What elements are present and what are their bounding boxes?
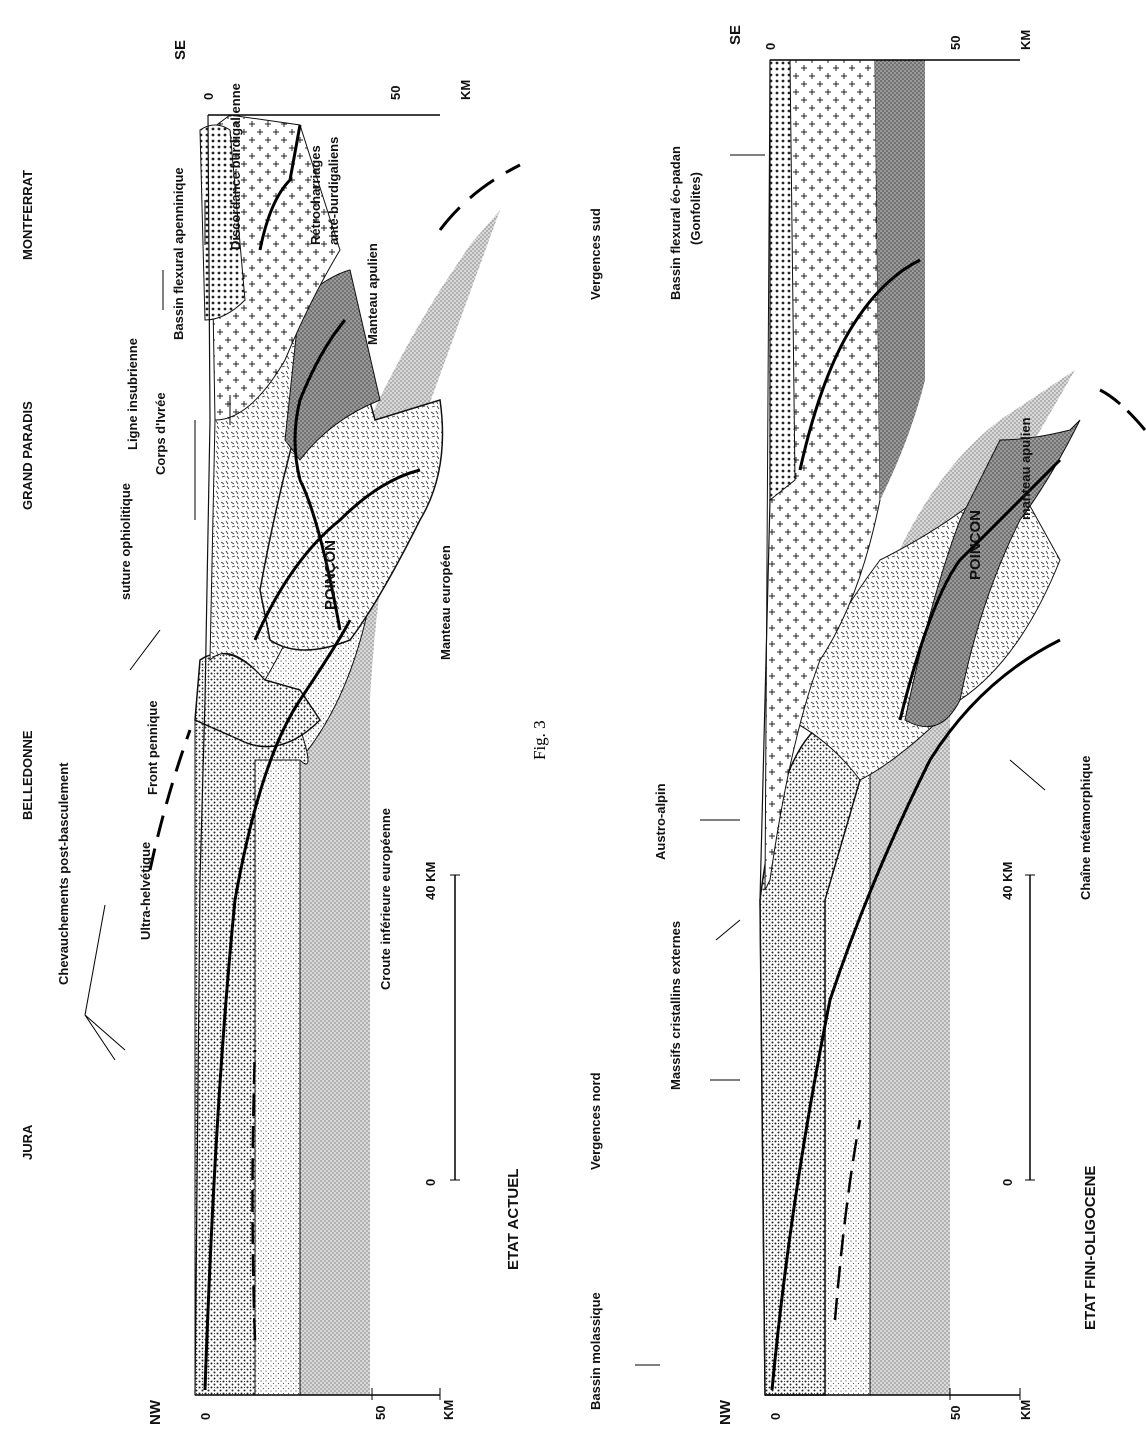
region-belledonne: BELLEDONNE xyxy=(20,730,35,820)
label-vergences-nord: Vergences nord xyxy=(588,1072,603,1170)
top-scale-end: 40 KM xyxy=(423,862,438,900)
label-vergences-sud: Vergences sud xyxy=(588,208,603,300)
top-scale-start: 0 xyxy=(423,1179,438,1186)
apulian-mantle-top-bottom xyxy=(875,60,925,500)
bottom-depth-unit: KM xyxy=(1018,1400,1033,1420)
label-discordance: Discordance burdigalienne xyxy=(228,83,243,250)
bottom-scale-start: 0 xyxy=(1000,1179,1015,1186)
bottom-right-unit: KM xyxy=(1018,30,1033,50)
label-front-pennique: Front pennique xyxy=(145,700,160,795)
flexural-basin-bottom xyxy=(770,60,795,500)
label-ligne-insubrienne: Ligne insubrienne xyxy=(125,338,140,450)
top-right-unit: KM xyxy=(458,80,473,100)
section-etat-actuel xyxy=(150,115,520,1395)
top-scale-bar: 0 40 KM xyxy=(423,862,460,1186)
label-ultra-helvetique: Ultra-helvétique xyxy=(138,842,153,940)
dashed-fault-bottom-2 xyxy=(1100,390,1145,430)
bottom-depth-mid: 50 xyxy=(948,1406,963,1420)
bottom-depth-zero: 0 xyxy=(768,1413,783,1420)
top-se-label: SE xyxy=(172,40,189,60)
label-bassin-flexural-top: Bassin flexural apenninique xyxy=(171,167,186,340)
bottom-right-zero: 0 xyxy=(763,43,778,50)
label-croute-inferieure: Croute inférieure européenne xyxy=(378,808,393,990)
label-manteau-apulien-top: Manteau apulien xyxy=(365,243,380,345)
region-jura: JURA xyxy=(20,1124,35,1160)
label-bassin-flexural-bottom-1: Bassin flexural éo-padan xyxy=(668,146,683,300)
label-suture: suture ophiolitique xyxy=(118,483,133,600)
label-manteau-apulien-bottom: manteau apulien xyxy=(1018,417,1033,520)
label-corps-ivree: Corps d'Ivrée xyxy=(153,392,168,475)
bottom-nw-label: NW xyxy=(717,1399,734,1425)
bottom-state-title: ETAT FINI-OLIGOCENE xyxy=(1082,1166,1099,1330)
bottom-scale-end: 40 KM xyxy=(1000,862,1015,900)
label-chevauchements: Chevauchements post-basculement xyxy=(56,762,71,985)
bottom-axis-right: SE 0 50 KM xyxy=(727,25,1033,60)
label-massifs: Massifs cristallins externes xyxy=(668,921,683,1090)
top-depth-mid: 50 xyxy=(373,1406,388,1420)
top-depth-zero: 0 xyxy=(198,1413,213,1420)
label-retrocharriages-2: anté-burdigaliens xyxy=(326,137,341,245)
bottom-scale-bar: 0 40 KM xyxy=(1000,862,1035,1186)
top-axis-right: SE 0 50 KM xyxy=(172,40,473,115)
label-bassin-flexural-bottom-2: (Gonfolites) xyxy=(688,172,703,245)
label-bassin-molassique: Bassin molassique xyxy=(588,1292,603,1410)
region-grand-paradis: GRAND PARADIS xyxy=(20,401,35,510)
label-chaine: Chaîne métamorphique xyxy=(1078,756,1093,900)
bottom-se-label: SE xyxy=(727,25,744,45)
label-manteau-europeen: Manteau européen xyxy=(438,545,453,660)
top-right-mid: 50 xyxy=(388,86,403,100)
top-nw-label: NW xyxy=(147,1399,164,1425)
bottom-right-mid: 50 xyxy=(948,36,963,50)
dashed-fault-top-3 xyxy=(440,165,520,230)
label-retrocharriages-1: Rétrocharriages xyxy=(308,145,323,245)
figure-label: Fig. 3 xyxy=(530,720,549,760)
label-poincon-top: POINÇON xyxy=(322,540,339,610)
region-montferrat: MONTFERRAT xyxy=(20,170,35,260)
top-right-zero: 0 xyxy=(201,93,216,100)
top-state-title: ETAT ACTUEL xyxy=(505,1169,522,1270)
top-depth-unit: KM xyxy=(441,1400,456,1420)
label-austro-alpin: Austro-alpin xyxy=(653,783,668,860)
label-poincon-bottom: POINÇON xyxy=(967,510,984,580)
